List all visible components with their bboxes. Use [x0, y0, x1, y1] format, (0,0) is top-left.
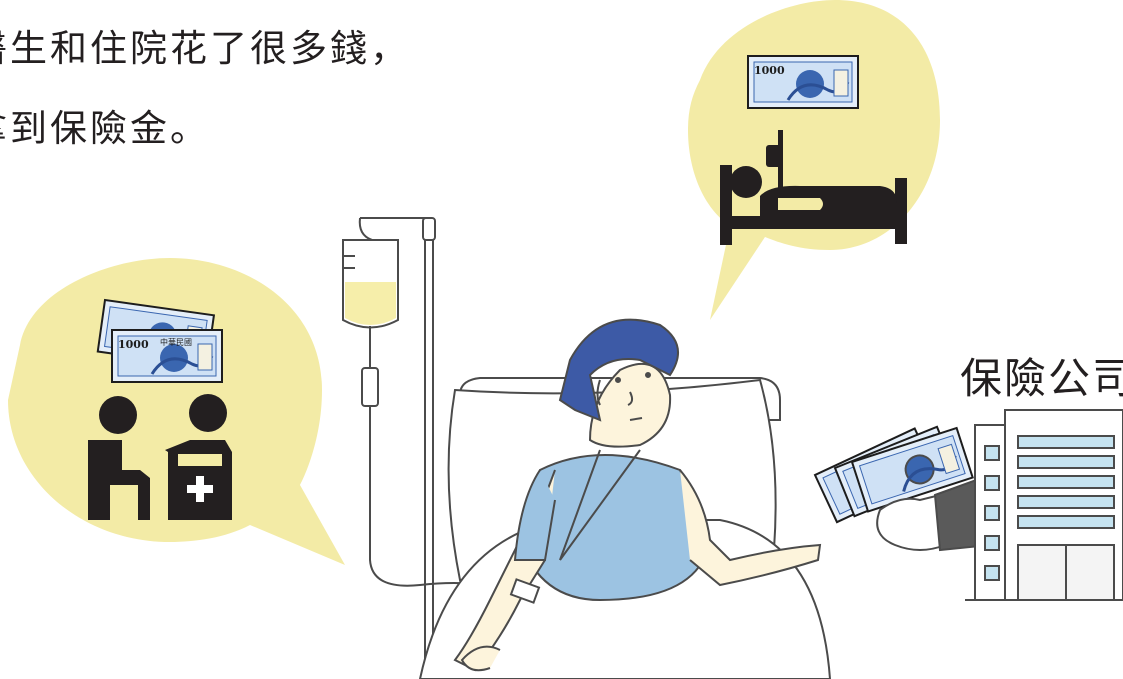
banknote-value-right: 1000 — [754, 64, 785, 77]
insurance-company-label: 保險公司 — [960, 354, 1123, 403]
banknote-value-left: 1000 — [118, 338, 149, 351]
office-building — [965, 409, 1123, 601]
banknote-stack-left: 1000 中華民國 — [96, 298, 224, 384]
caption-line-2: 拿到保險金。 — [0, 107, 210, 150]
banknote-right-bubble: 1000 — [746, 54, 860, 110]
hand-with-money — [813, 425, 991, 552]
caption-line-1: 醫生和住院花了很多錢， — [0, 27, 410, 70]
patient — [453, 318, 822, 672]
banknote-issuer-left: 中華民國 — [160, 337, 192, 347]
right-speech-bubble — [688, 0, 940, 320]
doctor-consultation-icon — [88, 394, 232, 520]
hospital-bed-icon — [720, 130, 907, 245]
